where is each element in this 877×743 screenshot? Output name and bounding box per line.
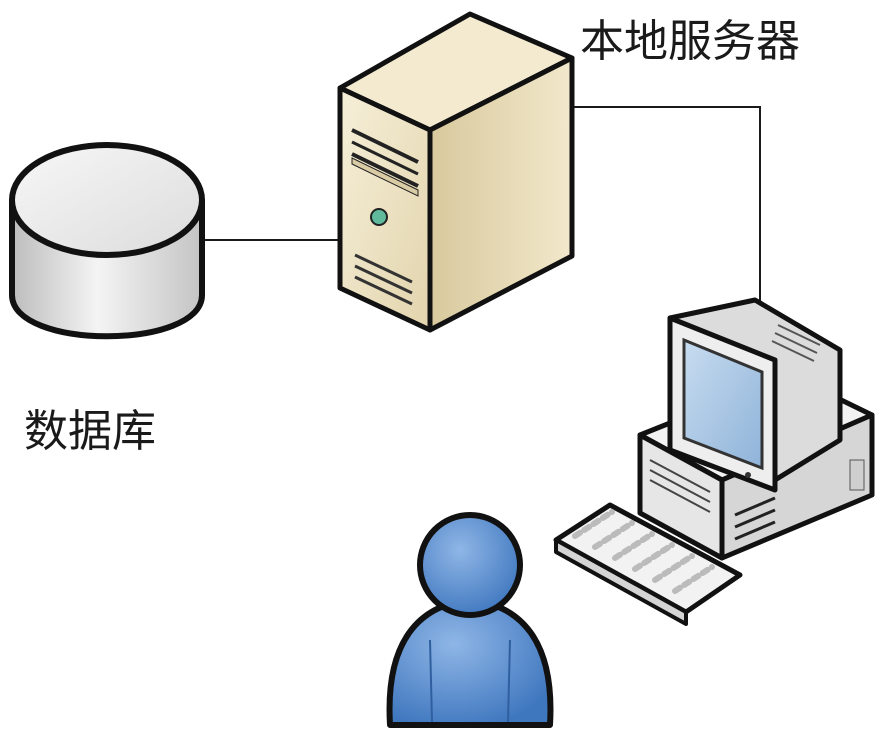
- computer-icon: [637, 297, 875, 561]
- server-icon: [337, 11, 575, 333]
- user-icon: [386, 512, 554, 728]
- database-label: 数据库: [24, 406, 156, 457]
- server-label: 本地服务器: [580, 16, 800, 67]
- server-computer-connection: [572, 106, 761, 305]
- database-icon: [9, 142, 205, 340]
- keyboard-icon: [553, 502, 743, 626]
